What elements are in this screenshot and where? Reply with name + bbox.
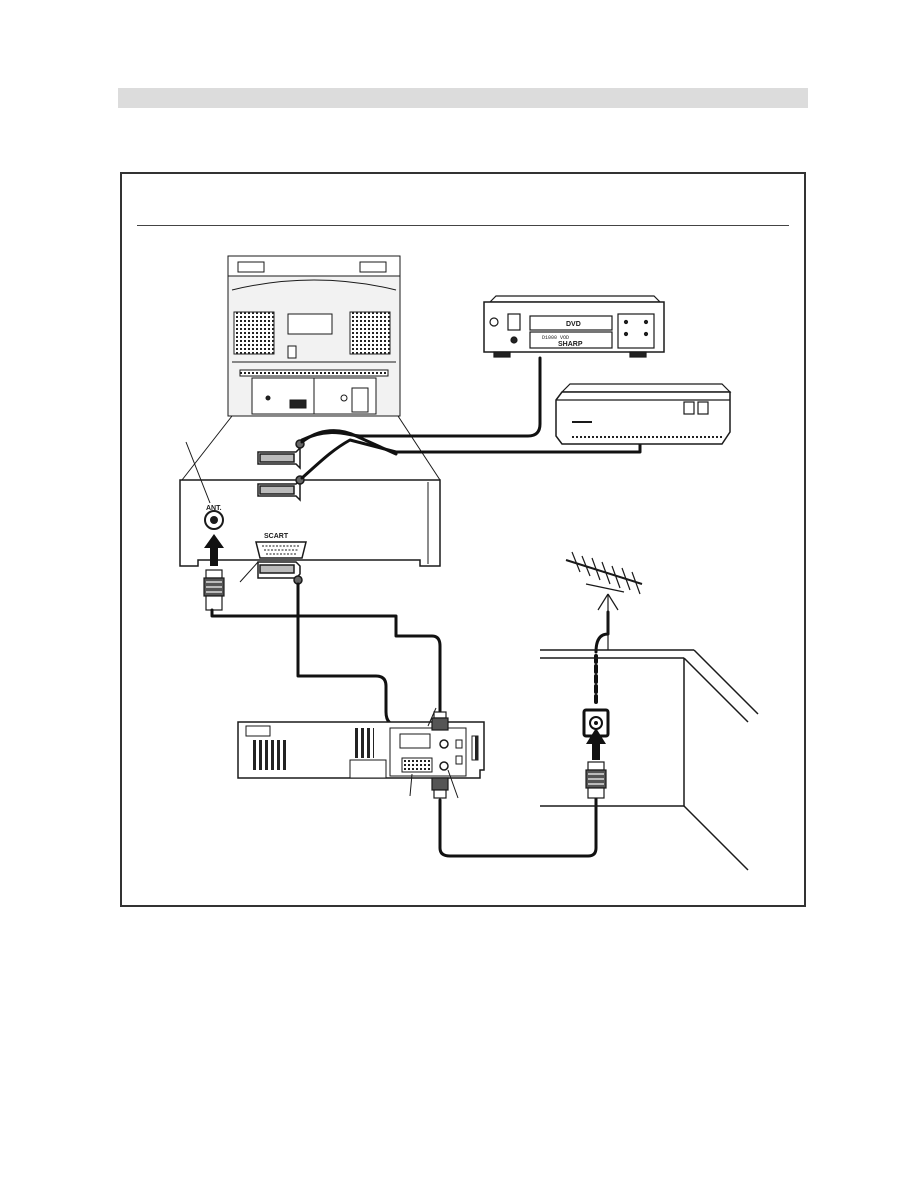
scart-plug-dvd (258, 440, 304, 468)
dvd-player: DVD D1000 VOD SHARP (484, 296, 664, 357)
tv-antenna-plug (204, 570, 224, 610)
vcr-rf-plug-top (432, 712, 448, 730)
brand-label: SHARP (558, 341, 583, 348)
scart-callout-line (240, 562, 258, 582)
scart-label: SCART (264, 533, 289, 540)
room-wall (540, 650, 758, 870)
ant-label: ANT. (206, 505, 222, 512)
decoder-box (556, 384, 730, 444)
antenna-socket (205, 511, 223, 529)
tv-rear-view (228, 256, 400, 416)
scart-plug-vcr (258, 562, 302, 584)
dvd-logo-label: DVD (566, 321, 581, 328)
wall-antenna-plug (586, 762, 606, 798)
vcr-rf-plug-bottom (432, 778, 448, 798)
